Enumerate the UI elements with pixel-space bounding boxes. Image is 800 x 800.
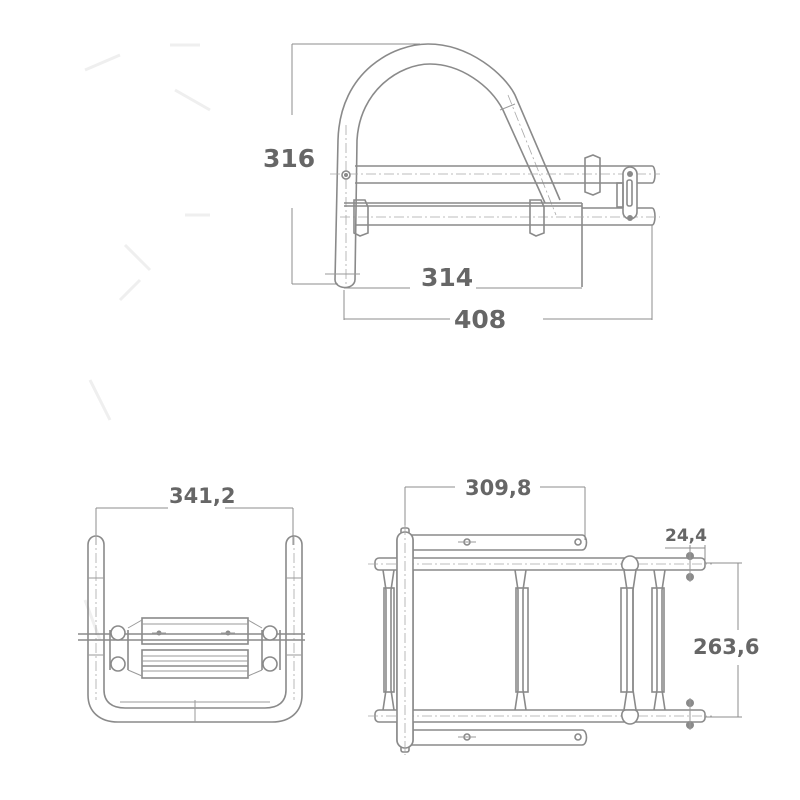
- dimension-label-top-width: 263,6: [690, 637, 763, 658]
- arch-handrail: [325, 43, 561, 289]
- lower-rail: [340, 202, 660, 287]
- front-view: [78, 507, 305, 723]
- dimension-24-263-lines: [665, 544, 742, 718]
- ghost-artifacts: [83, 43, 211, 641]
- steps: [382, 555, 666, 725]
- side-view: [291, 43, 660, 320]
- dimension-314-408-lines: [343, 225, 653, 320]
- folding-arms: [410, 534, 588, 746]
- dimension-label-offset: 24,4: [662, 528, 710, 545]
- dimension-309-lines: [404, 486, 586, 540]
- dimension-316-lines: [291, 43, 420, 285]
- step-assembly: [78, 617, 305, 679]
- upper-rail: [330, 165, 660, 184]
- end-bolts: [686, 550, 694, 730]
- clamps: [353, 154, 638, 237]
- top-view: [368, 486, 742, 755]
- dimension-label-top-length: 309,8: [462, 478, 535, 499]
- dimension-label-height: 316: [260, 146, 319, 171]
- dimension-341-lines: [95, 507, 294, 545]
- side-rails: [368, 525, 712, 755]
- dimension-label-front-width: 341,2: [166, 486, 239, 507]
- u-frame: [87, 535, 303, 723]
- dimension-label-inner-length: 314: [418, 265, 477, 290]
- dimension-label-overall-length: 408: [451, 307, 510, 332]
